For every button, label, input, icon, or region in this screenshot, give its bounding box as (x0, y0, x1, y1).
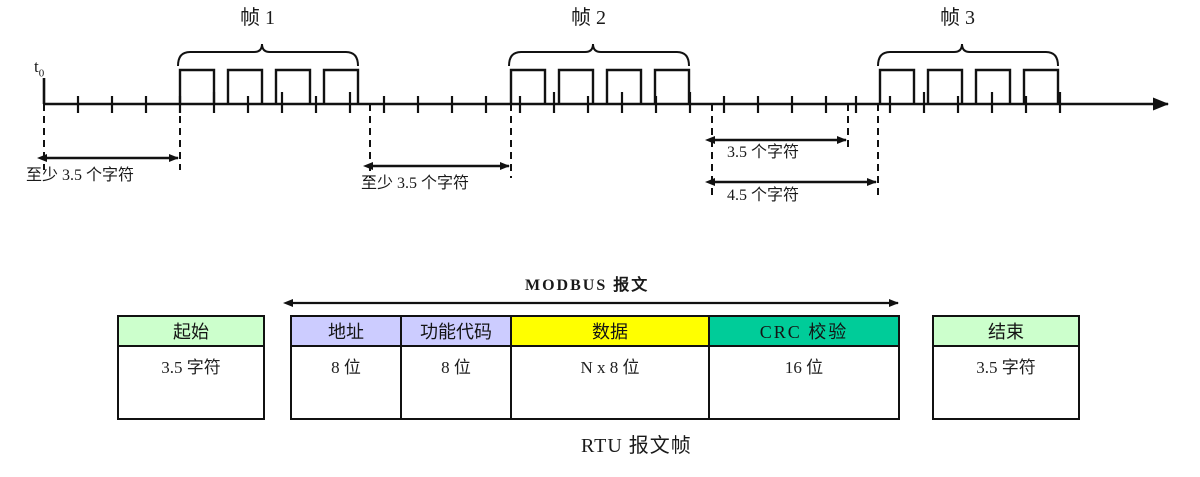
field-crc: CRC 校验 16 位 (710, 317, 898, 418)
frame-2-waveform (509, 68, 691, 104)
field-data-value: N x 8 位 (512, 347, 708, 418)
annotation-gap-between-frames: 至少 3.5 个字符 (361, 175, 470, 192)
end-header: 结束 (934, 317, 1078, 347)
field-address-value: 8 位 (292, 347, 400, 418)
field-function-code-value: 8 位 (402, 347, 510, 418)
frame-3-waveform (878, 68, 1060, 104)
dimension-arrows (37, 136, 877, 186)
modbus-message-table: 地址 8 位 功能代码 8 位 数据 N x 8 位 CRC 校验 16 位 (290, 315, 900, 420)
frame-1-label: 帧 1 (240, 7, 275, 29)
frame-1-waveform (178, 68, 360, 104)
field-address: 地址 8 位 (292, 317, 402, 418)
time-origin-label: t0 (34, 57, 45, 80)
field-crc-value: 16 位 (710, 347, 898, 418)
axis-ticks (76, 92, 1062, 113)
frame-2-brace (508, 43, 690, 67)
frame-3-label: 帧 3 (940, 7, 975, 29)
annotation-4-5-chars: 4.5 个字符 (727, 187, 800, 204)
start-column: 起始 3.5 字符 (119, 317, 263, 418)
diagram-caption: RTU 报文帧 (581, 435, 692, 457)
field-data-header: 数据 (512, 317, 708, 347)
annotation-3-5-chars: 3.5 个字符 (727, 144, 800, 161)
field-function-code-header: 功能代码 (402, 317, 510, 347)
end-block-table: 结束 3.5 字符 (932, 315, 1080, 420)
field-data: 数据 N x 8 位 (512, 317, 710, 418)
field-address-header: 地址 (292, 317, 400, 347)
modbus-message-title: MODBUS 报文 (525, 277, 650, 294)
field-crc-header: CRC 校验 (710, 317, 898, 347)
start-value: 3.5 字符 (119, 347, 263, 418)
frame-3-brace (877, 43, 1059, 67)
frame-2-label: 帧 2 (571, 7, 606, 29)
frame-1-brace (177, 43, 359, 67)
end-column: 结束 3.5 字符 (934, 317, 1078, 418)
end-value: 3.5 字符 (934, 347, 1078, 418)
start-block-table: 起始 3.5 字符 (117, 315, 265, 420)
annotation-gap-before-frame1: 至少 3.5 个字符 (26, 167, 135, 184)
field-function-code: 功能代码 8 位 (402, 317, 512, 418)
start-header: 起始 (119, 317, 263, 347)
